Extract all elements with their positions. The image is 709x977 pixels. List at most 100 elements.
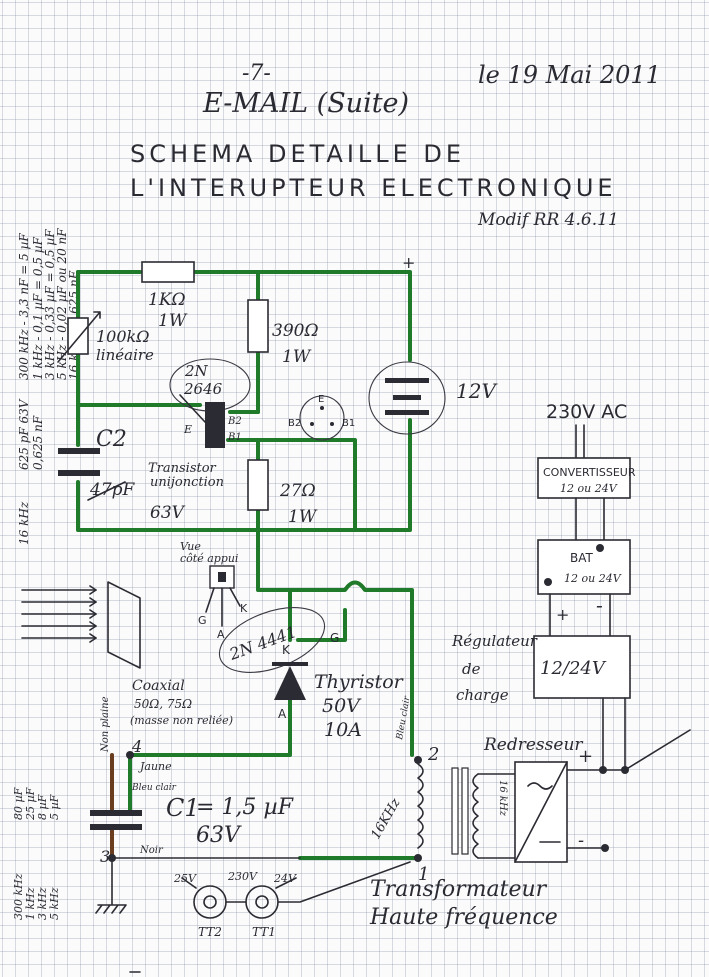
coax-label1: Coaxial bbox=[132, 678, 185, 694]
tp-tt1: TT1 bbox=[252, 925, 276, 939]
r27-power: 1W bbox=[288, 507, 318, 527]
heading-line1: SCHEMA DETAILLE DE bbox=[130, 140, 465, 168]
resistor-27: 27Ω 1W bbox=[247, 459, 318, 527]
page-title: E-MAIL (Suite) bbox=[202, 88, 409, 119]
rectifier: Redresseur + - bbox=[483, 735, 629, 863]
mains-label: 230V AC bbox=[546, 401, 627, 423]
pinout-b2: B2 bbox=[288, 418, 301, 429]
bottom-cap-1: 25 µF bbox=[24, 787, 37, 821]
node-4: 4 bbox=[131, 737, 142, 756]
power-supply-chain: 230V AC CONVERTISSEUR 12 ou 24V BAT 12 o… bbox=[451, 401, 691, 771]
reg-minus: - bbox=[596, 593, 603, 617]
tp-25v: 25V bbox=[173, 872, 197, 885]
sensor-k: K bbox=[240, 602, 248, 615]
sensor-label2: côté appui bbox=[180, 552, 238, 565]
c2-voltage: 63V bbox=[150, 503, 186, 523]
circuit-wiring bbox=[76, 270, 420, 860]
ujt-label1: Transistor bbox=[148, 461, 217, 476]
ujt-pin-b2: B2 bbox=[227, 416, 242, 427]
rectifier-plus: + bbox=[578, 746, 593, 767]
wire-jaune: Jaune bbox=[138, 760, 172, 773]
heading-line2: L'INTERUPTEUR ELECTRONIQUE bbox=[130, 174, 617, 202]
r390-power: 1W bbox=[282, 347, 312, 367]
wire-noir: Noir bbox=[139, 845, 164, 856]
xfmr-label1: Transformateur bbox=[370, 877, 548, 902]
pinout-e: E bbox=[318, 394, 324, 405]
capacitor-c2: C2 47pF 63V bbox=[58, 427, 186, 523]
freq-note-1: 1 kHz - 0,1 µF = 0,5 µF bbox=[31, 236, 45, 380]
coax-label3: (masse non reliée) bbox=[130, 714, 233, 727]
frequency-capacitor-notes: 300 kHz - 3,3 nF = 5 µF 1 kHz - 0,1 µF =… bbox=[17, 228, 81, 380]
bottom-freq-3: 5 kHz bbox=[48, 887, 61, 920]
c1-value: = 1,5 µF bbox=[196, 795, 294, 820]
bottom-freq-0: 300 kHz bbox=[12, 873, 25, 920]
r27-value: 27Ω bbox=[279, 481, 316, 501]
coax-label2: 50Ω, 75Ω bbox=[134, 697, 192, 711]
ujt-pin-e: E bbox=[183, 423, 192, 436]
thyristor-a: A bbox=[278, 707, 287, 721]
sensor-a: A bbox=[217, 628, 225, 641]
sensor-g: G bbox=[198, 614, 207, 627]
bat-label2: 12 ou 24V bbox=[564, 572, 622, 585]
bottom-frequency-notes: 300 kHz 1 kHz 3 kHz 5 kHz 80 µF 25 µF 8 … bbox=[12, 787, 61, 920]
bottom-freq-2: 3 kHz bbox=[36, 887, 49, 920]
regulator-label1: Régulateur bbox=[451, 632, 538, 650]
thyristor-k: K bbox=[282, 643, 291, 657]
reg-plus: + bbox=[556, 605, 569, 624]
test-points: 25V 230V 24V TT2 TT1 bbox=[173, 861, 411, 939]
bottom-freq-1: 1 kHz bbox=[24, 887, 37, 920]
node-1: 1 bbox=[418, 864, 429, 885]
converter-label2: 12 ou 24V bbox=[560, 482, 618, 495]
battery-voltage: 12V bbox=[456, 379, 498, 403]
c1-name: C1 bbox=[166, 794, 200, 822]
coax-note: Coaxial 50Ω, 75Ω (masse non reliée) bbox=[130, 678, 233, 727]
ujt-pin-b1: B1 bbox=[227, 432, 242, 443]
bat-label1: BAT bbox=[570, 551, 594, 565]
r1k-power: 1W bbox=[158, 311, 188, 331]
sensor-label1: Vue bbox=[180, 540, 201, 553]
tp-230v: 230V bbox=[227, 870, 258, 883]
photo-sensor: Vue côté appui G A K bbox=[180, 540, 248, 641]
regulator-value: 12/24V bbox=[540, 658, 607, 679]
c2-frequency-note: 16 kHz 625 pF 63V 0,625 nF bbox=[17, 398, 45, 545]
c2-value: 47pF bbox=[89, 480, 136, 500]
c2-name: C2 bbox=[96, 427, 127, 452]
transistor-ujt-2n2646: 2N 2646 E B2 B1 Transistor unijonction bbox=[148, 358, 251, 490]
c1-voltage: 63V bbox=[196, 823, 242, 848]
node-2: 2 bbox=[427, 744, 439, 765]
freq-note-3: 5 kHz - 0,02 µF ou 20 nF bbox=[55, 228, 69, 380]
ujt-pinout: E B2 B1 bbox=[288, 394, 355, 441]
date: le 19 Mai 2011 bbox=[478, 61, 661, 89]
tp-24v: 24V bbox=[273, 872, 297, 885]
xfmr-freq: 16KHz bbox=[368, 796, 403, 842]
xfmr-label2: Haute fréquence bbox=[369, 905, 558, 930]
resistor-390: 390Ω 1W bbox=[247, 299, 319, 367]
rectifier-label: Redresseur bbox=[483, 735, 583, 755]
bottom-cap-3: 5 µF bbox=[48, 794, 61, 820]
r1k-value: 1KΩ bbox=[148, 290, 186, 310]
xfmr-freq2: 16 kHz bbox=[497, 780, 508, 817]
thyristor-2n4441: 2N 4441 K G A Thyristor 50V 10A bbox=[218, 607, 405, 741]
bottom-cap-0: 80 µF bbox=[12, 787, 25, 820]
bottom-cap-2: 8 µF bbox=[36, 794, 49, 820]
modification-note: Modif RR 4.6.11 bbox=[477, 210, 619, 230]
resistor-1k: 1KΩ 1W bbox=[141, 261, 195, 331]
pinout-b1: B1 bbox=[342, 418, 355, 429]
wire-plaine: Non plaine bbox=[100, 696, 111, 753]
thyristor-label: Thyristor bbox=[314, 671, 405, 693]
converter-label1: CONVERTISSEUR bbox=[543, 466, 636, 479]
regulator-label2: de bbox=[462, 660, 481, 678]
pot-value: 100kΩ bbox=[96, 327, 150, 346]
battery-plus: + bbox=[402, 253, 415, 272]
light-rays bbox=[21, 581, 141, 669]
potentiometer-100k: 100kΩ linéaire bbox=[57, 311, 154, 364]
c2-value-note: 625 pF 63V bbox=[17, 398, 31, 470]
ujt-ref1: 2N bbox=[184, 362, 209, 380]
freq-note-0: 300 kHz - 3,3 nF = 5 µF bbox=[17, 233, 31, 380]
freq-note-2: 3 kHz - 0,33 µF = 0,5 µF bbox=[43, 229, 57, 380]
thyristor-current: 10A bbox=[324, 719, 362, 741]
regulator-label3: charge bbox=[456, 686, 509, 704]
ujt-label2: unijonction bbox=[150, 475, 224, 490]
